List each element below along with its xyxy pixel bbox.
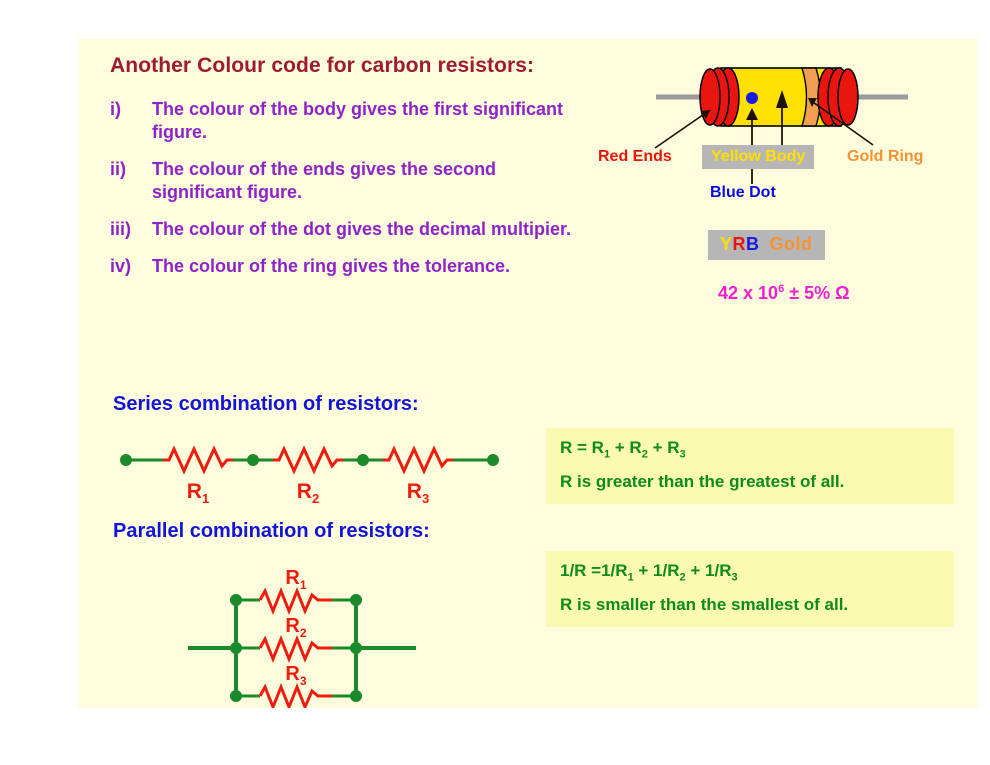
code-letter-blue: B	[746, 234, 760, 254]
list-item: iii) The colour of the dot gives the dec…	[110, 218, 580, 241]
resistance-value: 42 x 106 ± 5% Ω	[718, 283, 850, 304]
parallel-formula-sub-2: 2	[679, 571, 686, 584]
leader-arrow-yellow-body	[776, 90, 788, 108]
parallel-formula-part-b: + 1/R	[633, 561, 680, 580]
parallel-node-top-right	[350, 594, 362, 606]
parallel-node-bottom-right	[350, 690, 362, 702]
series-resistor-1-label: R1	[187, 480, 209, 506]
series-formula-expression: R = R1 + R2 + R3	[560, 438, 940, 460]
list-item: iv) The colour of the ring gives the tol…	[110, 255, 580, 278]
series-formula-note: R is greater than the greatest of all.	[560, 472, 845, 492]
series-formula-box: R = R1 + R2 + R3 R is greater than the g…	[546, 428, 954, 505]
parallel-resistor-1-zigzag	[258, 586, 332, 616]
label-gold-ring: Gold Ring	[847, 148, 924, 165]
resistor-diagram: Red Ends Yellow Body Gold Ring Blue Dot	[598, 50, 968, 230]
list-item: ii) The colour of the ends gives the sec…	[110, 158, 580, 204]
parallel-circuit-svg: R1 R2 R3	[183, 567, 416, 712]
parallel-formula-part-a: 1/R =1/R	[560, 561, 628, 580]
series-formula-sub-3: 3	[679, 448, 686, 461]
parallel-resistor-1-label: R1	[285, 567, 306, 592]
series-formula-part-b: + R	[610, 438, 642, 457]
parallel-formula-note: R is smaller than the smallest of all.	[560, 595, 849, 615]
parallel-circuit-diagram: R1 R2 R3	[183, 548, 518, 713]
list-item-text: The colour of the dot gives the decimal …	[152, 219, 572, 240]
series-node-4	[487, 454, 499, 466]
list-item-marker: ii)	[110, 159, 126, 180]
series-circuit-svg: R1 R2 R3	[120, 445, 499, 506]
label-red-ends: Red Ends	[598, 148, 672, 165]
leader-arrow-gold-ring	[808, 98, 817, 107]
resistor-svg	[654, 67, 908, 184]
parallel-formula-box: 1/R =1/R1 + 1/R2 + 1/R3 R is smaller tha…	[546, 551, 954, 628]
label-blue-dot: Blue Dot	[710, 184, 776, 201]
code-letter-yellow: Y	[720, 234, 733, 254]
list-item: i) The colour of the body gives the firs…	[110, 98, 580, 144]
series-resistor-3-label: R3	[407, 480, 429, 506]
value-tolerance: ± 5% Ω	[784, 283, 850, 303]
parallel-node-top-left	[230, 594, 242, 606]
parallel-node-mid-left	[230, 642, 242, 654]
series-node-2	[247, 454, 259, 466]
gold-ring-band	[801, 67, 822, 127]
red-end-cap-right-outer	[837, 68, 859, 126]
red-end-cap-left-outer	[699, 68, 721, 126]
parallel-resistor-3-zigzag	[258, 682, 332, 712]
series-resistor-3-zigzag	[383, 445, 453, 475]
parallel-formula-expression: 1/R =1/R1 + 1/R2 + 1/R3	[560, 561, 940, 583]
numbered-list: i) The colour of the body gives the firs…	[110, 98, 580, 292]
list-item-text: The colour of the ring gives the toleran…	[152, 256, 511, 277]
heading-series: Series combination of resistors:	[113, 393, 419, 415]
parallel-formula-sub-3: 3	[731, 571, 738, 584]
label-yellow-body: Yellow Body	[702, 145, 815, 169]
blue-dot	[746, 92, 758, 104]
heading-parallel: Parallel combination of resistors:	[113, 520, 430, 542]
leader-line-gold-ring	[809, 99, 874, 146]
series-formula-part-a: R = R	[560, 438, 604, 457]
value-mantissa: 42 x 10	[718, 283, 779, 303]
series-resistor-2-label: R2	[297, 480, 319, 506]
series-node-1	[120, 454, 132, 466]
series-resistor-2-zigzag	[273, 445, 343, 475]
code-word-gold: Gold	[769, 234, 813, 254]
leader-arrow-red-ends	[701, 110, 710, 119]
value-exponent: 6	[778, 283, 785, 295]
parallel-node-bottom-left	[230, 690, 242, 702]
list-item-text: The colour of the ends gives the second …	[152, 159, 497, 203]
parallel-resistor-3-label: R3	[285, 663, 306, 688]
parallel-node-mid-right	[350, 642, 362, 654]
series-node-3	[357, 454, 369, 466]
series-resistor-1-zigzag	[163, 445, 233, 475]
list-item-marker: iii)	[110, 219, 131, 240]
series-formula-sub-2: 2	[641, 448, 648, 461]
series-formula-part-c: + R	[647, 438, 680, 457]
list-item-text: The colour of the body gives the first s…	[152, 99, 564, 143]
parallel-formula-sub-1: 1	[627, 571, 634, 584]
parallel-resistor-2-zigzag	[258, 634, 332, 664]
list-item-marker: i)	[110, 99, 121, 119]
series-circuit-diagram: R1 R2 R3	[108, 436, 528, 511]
leader-arrow-blue-dot	[746, 108, 758, 120]
colour-code-strip: YRB Gold	[708, 230, 825, 260]
code-letter-red: R	[732, 234, 747, 254]
page-title: Another Colour code for carbon resistors…	[110, 54, 535, 77]
slide-panel: Another Colour code for carbon resistors…	[78, 38, 978, 712]
parallel-formula-part-c: + 1/R	[685, 561, 732, 580]
leader-line-red-ends	[654, 109, 711, 149]
series-formula-sub-1: 1	[603, 448, 611, 461]
list-item-marker: iv)	[110, 256, 132, 277]
parallel-resistor-2-label: R2	[285, 615, 306, 640]
